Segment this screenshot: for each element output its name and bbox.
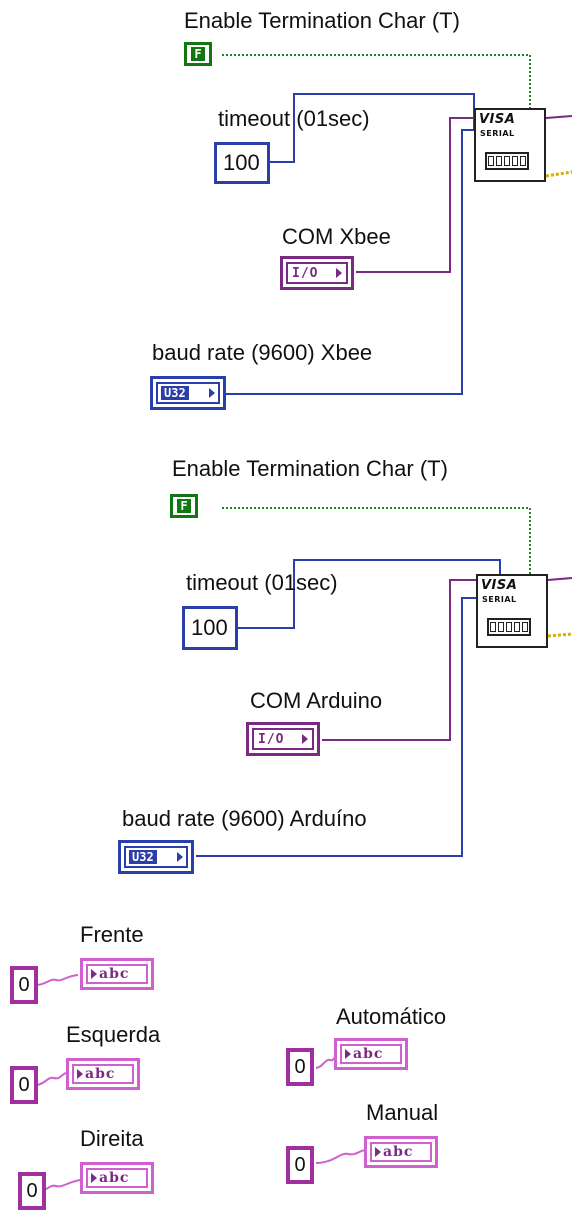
- esquerda-label: Esquerda: [66, 1022, 161, 1047]
- numeric-wire: [238, 559, 501, 629]
- com-arduino-resource[interactable]: I/O: [246, 722, 320, 756]
- visa-title: VISA: [481, 578, 518, 593]
- enable-termination-label: Enable Termination Char (T): [184, 8, 460, 33]
- string-type-tag: abc: [99, 966, 130, 982]
- direita-string-indicator[interactable]: abc: [80, 1162, 154, 1194]
- frente-numeric-constant[interactable]: 0: [10, 966, 38, 1004]
- visa-wire: [322, 579, 476, 741]
- dropdown-arrow-icon[interactable]: [302, 734, 308, 744]
- enable-termination-constant[interactable]: F: [184, 42, 212, 66]
- boolean-wire: [222, 54, 531, 110]
- esquerda-numeric-constant[interactable]: 0: [10, 1066, 38, 1104]
- direita-numeric-constant[interactable]: 0: [18, 1172, 46, 1210]
- terminal-arrow-icon: [91, 969, 97, 979]
- direita-label: Direita: [80, 1126, 144, 1151]
- numeric-wire: [196, 597, 476, 857]
- error-out-wire: [547, 632, 572, 638]
- terminal-arrow-icon: [91, 1173, 97, 1183]
- serial-port-icon: [485, 152, 529, 170]
- serial-subtitle: SERIAL: [482, 595, 517, 604]
- esquerda-string-indicator[interactable]: abc: [66, 1058, 140, 1090]
- baud-rate-arduino-control[interactable]: U32: [118, 840, 194, 874]
- boolean-wire: [222, 507, 531, 576]
- manual-numeric-constant[interactable]: 0: [286, 1146, 314, 1184]
- string-type-tag: abc: [99, 1170, 130, 1186]
- numeric-value: 0: [18, 973, 30, 996]
- boolean-value: F: [177, 499, 191, 513]
- enable-termination-label: Enable Termination Char (T): [172, 456, 448, 481]
- visa-out-wire: [547, 577, 572, 581]
- string-wire: [315, 1149, 367, 1164]
- automatico-numeric-constant[interactable]: 0: [286, 1048, 314, 1086]
- boolean-value: F: [191, 47, 205, 61]
- u32-type-tag: U32: [161, 386, 189, 400]
- string-type-tag: abc: [383, 1144, 414, 1160]
- error-out-wire: [545, 170, 572, 178]
- string-wire: [35, 974, 79, 986]
- timeout-label: timeout (01sec): [218, 106, 370, 131]
- frente-label: Frente: [80, 922, 144, 947]
- visa-configure-serial-port-node[interactable]: VISA SERIAL: [474, 108, 546, 182]
- string-wire: [35, 1072, 67, 1086]
- com-arduino-label: COM Arduino: [250, 688, 383, 713]
- timeout-value: 100: [191, 615, 228, 640]
- string-type-tag: abc: [353, 1046, 384, 1062]
- terminal-arrow-icon: [375, 1147, 381, 1157]
- com-xbee-label: COM Xbee: [282, 224, 391, 249]
- serial-port-icon: [487, 618, 531, 636]
- string-wire: [315, 1053, 337, 1069]
- frente-string-indicator[interactable]: abc: [80, 958, 154, 990]
- u32-type-tag: U32: [129, 850, 157, 864]
- terminal-arrow-icon: [345, 1049, 351, 1059]
- visa-resource-tag: I/O: [292, 265, 319, 281]
- string-type-tag: abc: [85, 1066, 116, 1082]
- baud-rate-arduino-label: baud rate (9600) Arduíno: [122, 806, 367, 831]
- terminal-arrow-icon: [209, 388, 215, 398]
- timeout-label: timeout (01sec): [186, 570, 338, 595]
- manual-label: Manual: [366, 1100, 439, 1125]
- timeout-constant[interactable]: 100: [182, 606, 238, 650]
- terminal-arrow-icon: [77, 1069, 83, 1079]
- numeric-value: 0: [26, 1179, 38, 1202]
- automatico-label: Automático: [336, 1004, 447, 1029]
- terminal-arrow-icon: [177, 852, 183, 862]
- numeric-wire: [226, 129, 474, 395]
- numeric-wire: [270, 93, 475, 163]
- manual-string-indicator[interactable]: abc: [364, 1136, 438, 1168]
- visa-resource-tag: I/O: [258, 731, 285, 747]
- baud-rate-xbee-label: baud rate (9600) Xbee: [152, 340, 373, 365]
- visa-wire: [356, 117, 474, 273]
- timeout-value: 100: [223, 150, 260, 175]
- visa-out-wire: [545, 115, 572, 119]
- numeric-value: 0: [294, 1055, 306, 1078]
- timeout-constant[interactable]: 100: [214, 142, 270, 184]
- serial-subtitle: SERIAL: [480, 129, 515, 138]
- numeric-value: 0: [18, 1073, 30, 1096]
- dropdown-arrow-icon[interactable]: [336, 268, 342, 278]
- visa-configure-serial-port-node[interactable]: VISA SERIAL: [476, 574, 548, 648]
- enable-termination-constant[interactable]: F: [170, 494, 198, 518]
- numeric-value: 0: [294, 1153, 306, 1176]
- automatico-string-indicator[interactable]: abc: [334, 1038, 408, 1070]
- com-xbee-resource[interactable]: I/O: [280, 256, 354, 290]
- visa-title: VISA: [479, 112, 516, 127]
- baud-rate-xbee-control[interactable]: U32: [150, 376, 226, 410]
